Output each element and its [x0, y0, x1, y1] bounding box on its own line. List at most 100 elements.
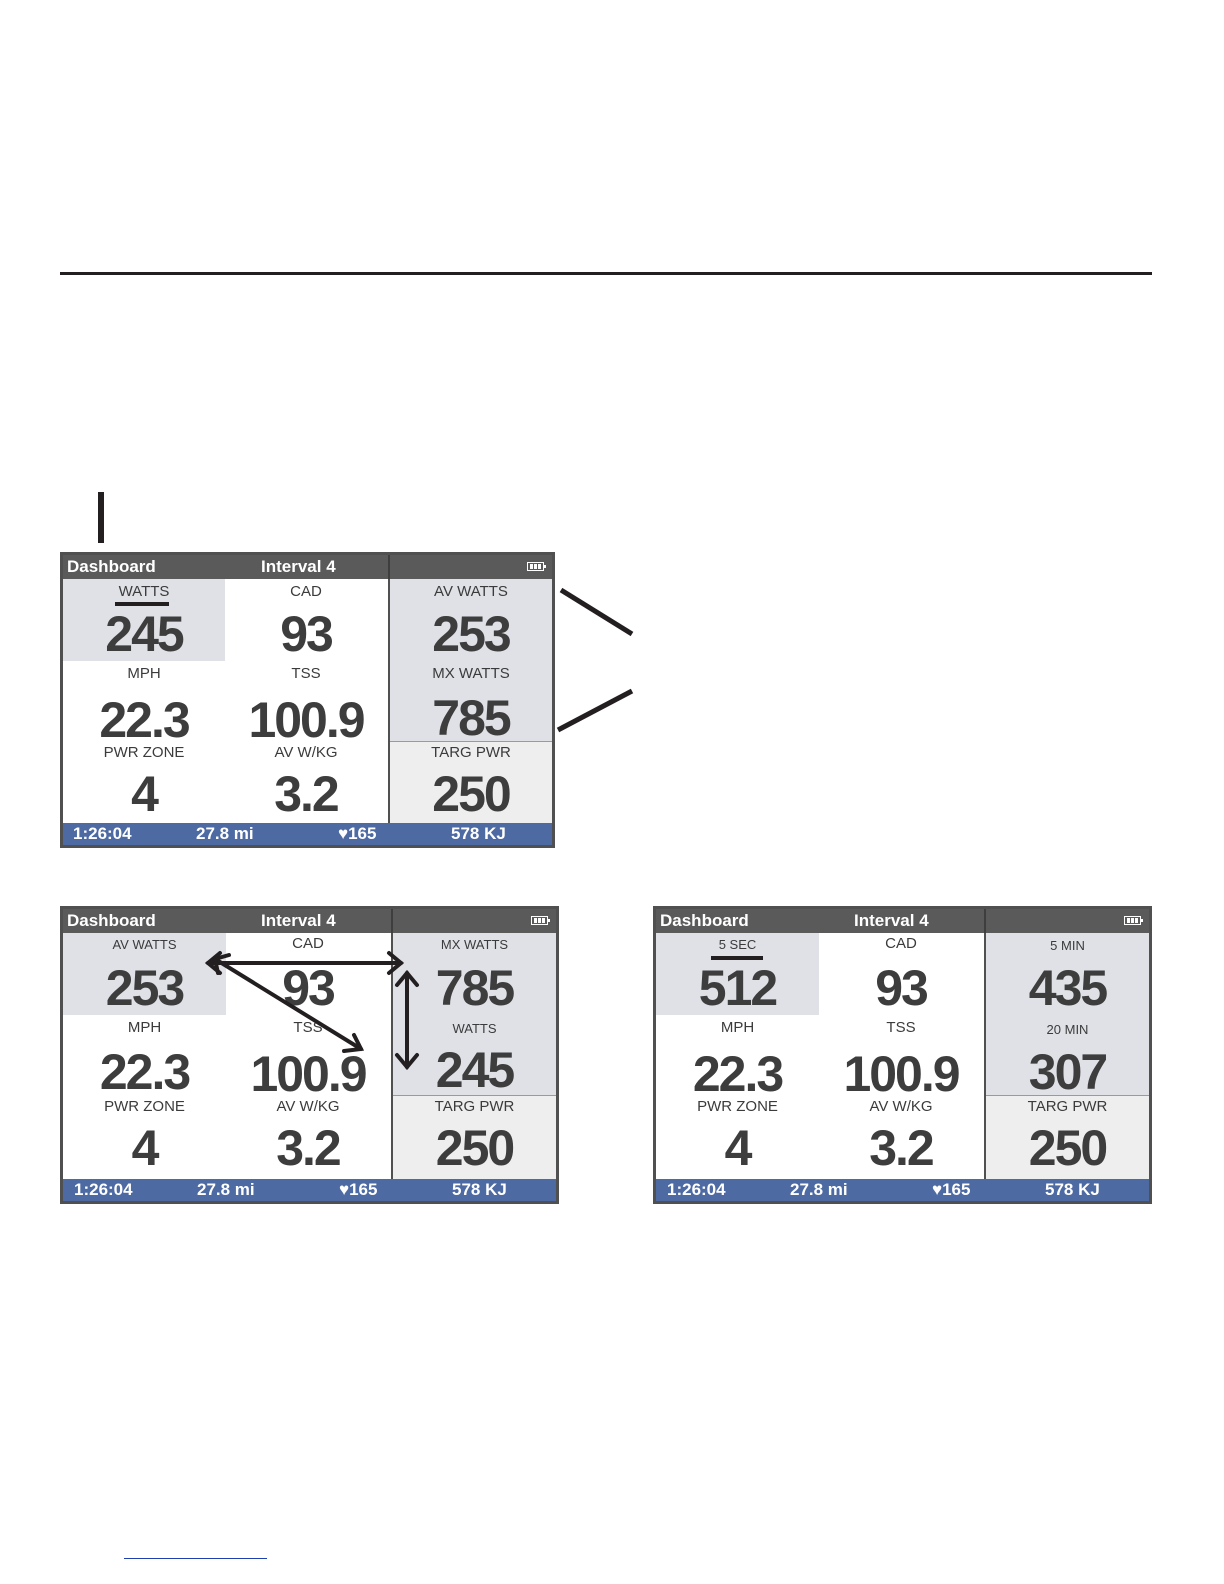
- metric-value: 22.3: [99, 1044, 191, 1100]
- title-divider: [391, 909, 393, 933]
- metric-cell-mph[interactable]: MPH 22.3: [63, 1015, 226, 1100]
- heart-rate: ♥165: [339, 1180, 378, 1199]
- elapsed-time: 1:26:04: [74, 1180, 133, 1199]
- metric-cell-cad[interactable]: CAD 93: [226, 933, 390, 1016]
- metric-label: CAD: [885, 935, 917, 952]
- metric-cell-av-wkg[interactable]: AV W/KG 3.2: [819, 1095, 983, 1183]
- metric-cell-pwr-zone[interactable]: PWR ZONE 4: [656, 1095, 819, 1183]
- distance: 27.8 mi: [197, 1180, 255, 1199]
- metric-cell-av-wkg[interactable]: AV W/KG 3.2: [225, 741, 387, 827]
- callout-line-top: [559, 587, 634, 637]
- metric-cell-pwr-zone[interactable]: PWR ZONE 4: [63, 741, 225, 827]
- metric-label: TSS: [291, 665, 321, 682]
- heart-rate: ♥165: [338, 824, 377, 843]
- metric-cell-watts[interactable]: WATTS 245: [63, 579, 225, 662]
- screen-title: Dashboard: [67, 557, 156, 576]
- title-divider: [984, 909, 986, 933]
- metric-cell-tss[interactable]: TSS 100.9: [225, 661, 387, 748]
- metric-value: 250: [432, 766, 511, 822]
- metric-column-3: AV WATTS 253 MX WATTS 785 TARG PWR 250: [390, 579, 552, 827]
- callout-line-bottom: [556, 688, 634, 733]
- metric-cell-targ-pwr[interactable]: TARG PWR 250: [986, 1096, 1149, 1183]
- metric-value: 22.3: [692, 1046, 784, 1102]
- metric-column-1: WATTS 245 MPH 22.3 PWR ZONE 4: [63, 579, 225, 823]
- dashboard-screen-3: Dashboard Interval 4 5 SEC 512 MPH 22.3 …: [653, 906, 1152, 1204]
- metric-label: TARG PWR: [431, 744, 511, 761]
- metric-value: 22.3: [99, 692, 190, 748]
- metric-column-2: CAD 93 TSS 100.9 AV W/KG 3.2: [226, 933, 390, 1179]
- metric-cell-5-min-20-min[interactable]: 5 MIN 435 20 MIN 307: [986, 933, 1149, 1100]
- column-divider: [391, 933, 393, 1179]
- metric-cell-av-wkg[interactable]: AV W/KG 3.2: [226, 1095, 390, 1183]
- metric-value: 253: [105, 960, 185, 1016]
- metric-cell-cad[interactable]: CAD 93: [819, 933, 983, 1016]
- distance: 27.8 mi: [790, 1180, 848, 1199]
- metric-value: 3.2: [274, 766, 340, 822]
- metric-cell-5-sec[interactable]: 5 SEC 512: [656, 933, 819, 1016]
- metric-grid: 5 SEC 512 MPH 22.3 PWR ZONE 4 CAD 93 TSS…: [656, 933, 1149, 1183]
- battery-icon: [527, 562, 546, 571]
- metric-label: 5 MIN: [1050, 938, 1085, 953]
- dashboard-screen-1: Dashboard Interval 4 WATTS 245 MPH 22.3 …: [60, 552, 555, 848]
- column-divider: [984, 933, 986, 1179]
- footer-link-underline: [124, 1558, 267, 1559]
- status-bar: 1:26:04 27.8 mi ♥165 578 KJ: [63, 823, 552, 845]
- metric-label: AV W/KG: [869, 1098, 933, 1115]
- metric-value: 785: [432, 690, 511, 746]
- metric-label: AV W/KG: [276, 1098, 340, 1115]
- interval-label: Interval 4: [261, 911, 336, 930]
- metric-value: 435: [1028, 960, 1108, 1016]
- metric-value: 4: [724, 1120, 753, 1176]
- metric-cell-av-watts-mx-watts[interactable]: AV WATTS 253 MX WATTS 785: [390, 579, 552, 746]
- distance: 27.8 mi: [196, 824, 254, 843]
- metric-column-2: CAD 93 TSS 100.9 AV W/KG 3.2: [819, 933, 983, 1179]
- metric-label: TSS: [886, 1019, 916, 1036]
- metric-cell-av-watts[interactable]: AV WATTS 253: [63, 933, 226, 1016]
- metric-label: WATTS: [452, 1021, 497, 1036]
- metric-grid: AV WATTS 253 MPH 22.3 PWR ZONE 4 CAD 93 …: [63, 933, 556, 1183]
- metric-column-3: MX WATTS 785 WATTS 245 TARG PWR 250: [393, 933, 556, 1183]
- metric-label: WATTS: [118, 583, 170, 600]
- metric-value: 785: [435, 960, 515, 1016]
- metric-cell-pwr-zone[interactable]: PWR ZONE 4: [63, 1095, 226, 1183]
- metric-label: MPH: [720, 1019, 755, 1036]
- selection-underline: [115, 602, 169, 606]
- energy: 578 KJ: [452, 1180, 507, 1199]
- metric-cell-tss[interactable]: TSS 100.9: [226, 1015, 390, 1102]
- metric-label: AV WATTS: [112, 937, 177, 952]
- metric-cell-targ-pwr[interactable]: TARG PWR 250: [393, 1096, 556, 1183]
- metric-label: MX WATTS: [440, 937, 509, 952]
- metric-label: MPH: [127, 1019, 162, 1036]
- metric-label: TARG PWR: [1027, 1098, 1108, 1115]
- battery-icon: [1124, 916, 1143, 925]
- cell-separator: [986, 1095, 1149, 1096]
- metric-cell-mx-watts-watts[interactable]: MX WATTS 785 WATTS 245: [393, 933, 556, 1098]
- interval-label: Interval 4: [261, 557, 336, 576]
- metric-cell-tss[interactable]: TSS 100.9: [819, 1015, 983, 1102]
- screen-title: Dashboard: [660, 911, 749, 930]
- metric-cell-targ-pwr[interactable]: TARG PWR 250: [390, 742, 552, 827]
- metric-label: MPH: [127, 665, 161, 682]
- interval-label: Interval 4: [854, 911, 929, 930]
- heart-rate: ♥165: [932, 1180, 971, 1199]
- metric-label: AV W/KG: [274, 744, 338, 761]
- screen-title: Dashboard: [67, 911, 156, 930]
- metric-value: 93: [875, 960, 929, 1016]
- elapsed-time: 1:26:04: [73, 824, 132, 843]
- metric-value: 100.9: [843, 1046, 960, 1102]
- cell-separator: [393, 1095, 556, 1096]
- metric-label: CAD: [292, 935, 324, 952]
- metric-cell-mph[interactable]: MPH 22.3: [63, 661, 225, 748]
- metric-value: 245: [105, 606, 184, 662]
- metric-column-2: CAD 93 TSS 100.9 AV W/KG 3.2: [225, 579, 387, 823]
- metric-label: 5 SEC: [718, 937, 757, 952]
- selection-underline: [711, 956, 763, 960]
- title-divider: [388, 555, 390, 579]
- metric-value: 250: [435, 1120, 515, 1176]
- metric-value: 253: [432, 606, 511, 662]
- metric-cell-mph[interactable]: MPH 22.3: [656, 1015, 819, 1102]
- metric-label: CAD: [290, 583, 322, 600]
- metric-cell-cad[interactable]: CAD 93: [225, 579, 387, 662]
- status-bar: 1:26:04 27.8 mi ♥165 578 KJ: [656, 1179, 1149, 1201]
- cell-separator: [390, 741, 552, 742]
